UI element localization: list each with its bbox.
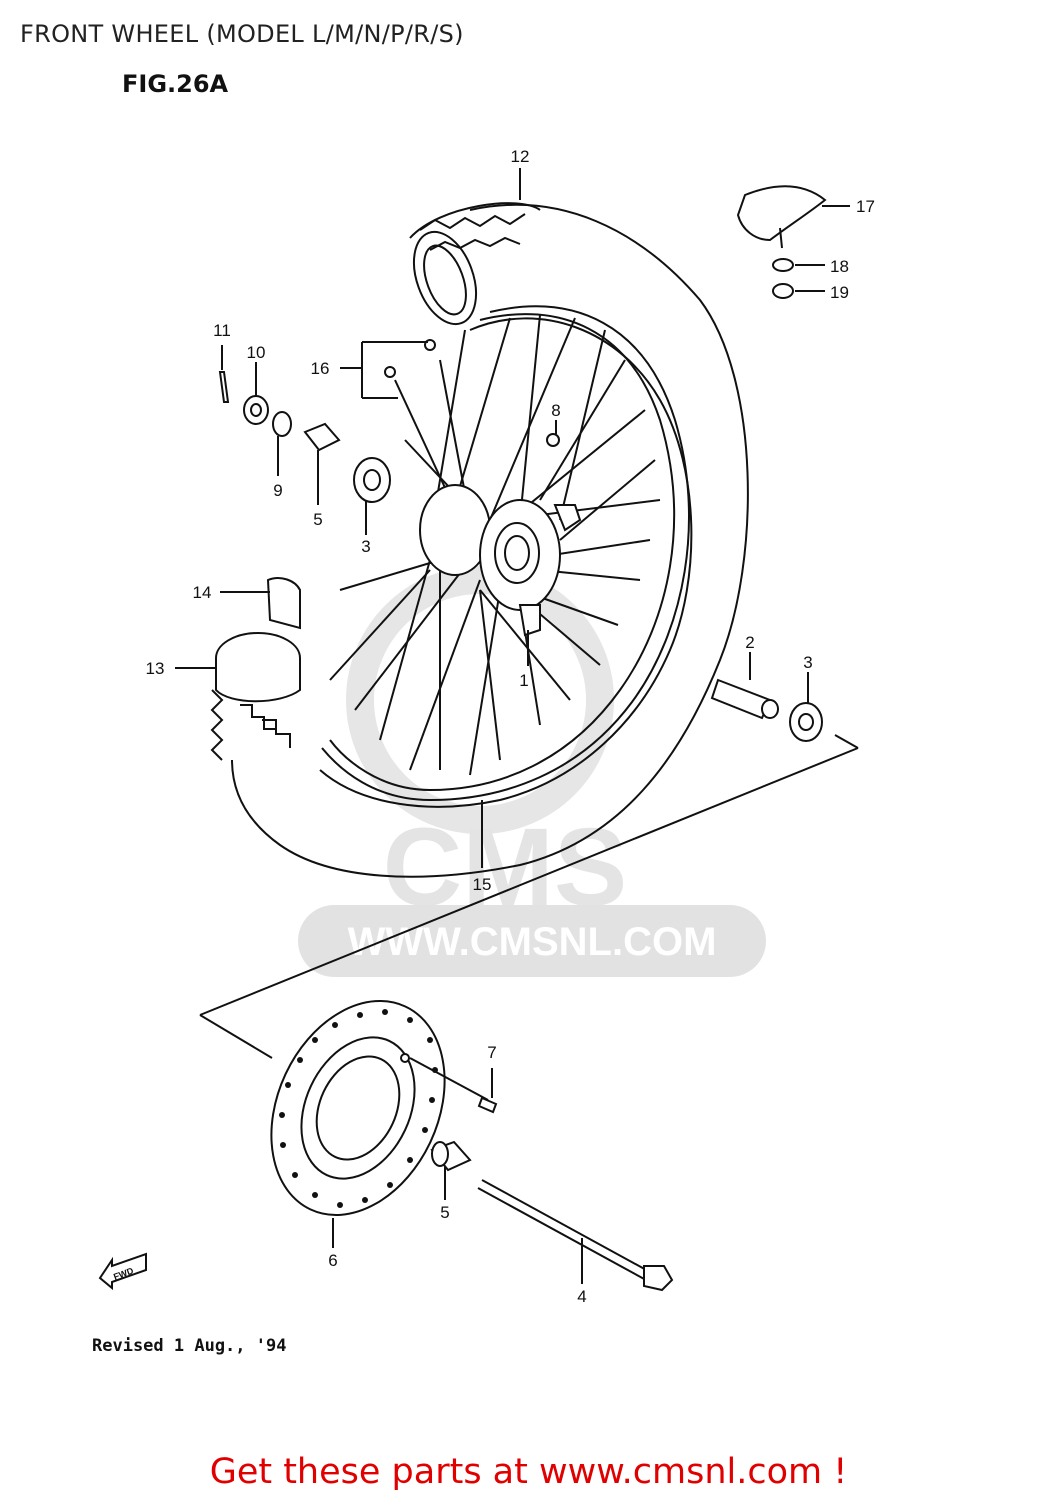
- watermark: CMS WWW.CMSNL.COM: [298, 566, 766, 977]
- brake-disc: [270, 1000, 446, 1216]
- revision-note: Revised 1 Aug., '94: [92, 1336, 287, 1356]
- left-small-parts: [218, 339, 560, 503]
- callout-2: 2: [745, 633, 754, 652]
- perspective-lines: [199, 734, 859, 1059]
- diagram-title: FRONT WHEEL (MODEL L/M/N/P/R/S): [20, 20, 464, 48]
- right-spacer-bearing: [710, 678, 823, 742]
- callout-6: 6: [328, 1251, 337, 1270]
- callout-5-bottom: 5: [440, 1203, 449, 1222]
- callout-8: 8: [551, 401, 560, 420]
- callout-1: 1: [519, 671, 528, 690]
- callout-4: 4: [577, 1287, 586, 1306]
- callout-18: 18: [830, 257, 849, 276]
- axle-parts: [409, 1057, 674, 1292]
- callout-17: 17: [856, 197, 875, 216]
- valve-parts: [736, 185, 827, 299]
- callout-7: 7: [487, 1043, 496, 1062]
- callout-10: 10: [247, 343, 266, 362]
- callout-labels: 12 17 18 19 11 10 16 8 9 5 3 14 13 2 3 1…: [146, 147, 875, 1306]
- hub: [419, 484, 582, 637]
- callout-9: 9: [273, 481, 282, 500]
- tire: [231, 202, 749, 878]
- rim-band: [210, 577, 301, 761]
- callout-16: 16: [311, 359, 330, 378]
- callout-3-right: 3: [803, 653, 812, 672]
- figure-number: FIG.26A: [122, 70, 229, 98]
- get-parts-link[interactable]: Get these parts at www.cmsnl.com !: [209, 1452, 848, 1492]
- callout-3-left: 3: [361, 537, 370, 556]
- callout-12: 12: [511, 147, 530, 166]
- watermark-url: WWW.CMSNL.COM: [348, 920, 717, 964]
- callout-11: 11: [213, 321, 231, 340]
- callout-5-top: 5: [313, 510, 322, 529]
- callout-13: 13: [146, 659, 165, 678]
- callout-leaders: [175, 168, 850, 1284]
- fwd-arrow: FWD: [98, 1252, 147, 1291]
- callout-19: 19: [830, 283, 849, 302]
- callout-14: 14: [193, 583, 212, 602]
- callout-15: 15: [473, 875, 492, 894]
